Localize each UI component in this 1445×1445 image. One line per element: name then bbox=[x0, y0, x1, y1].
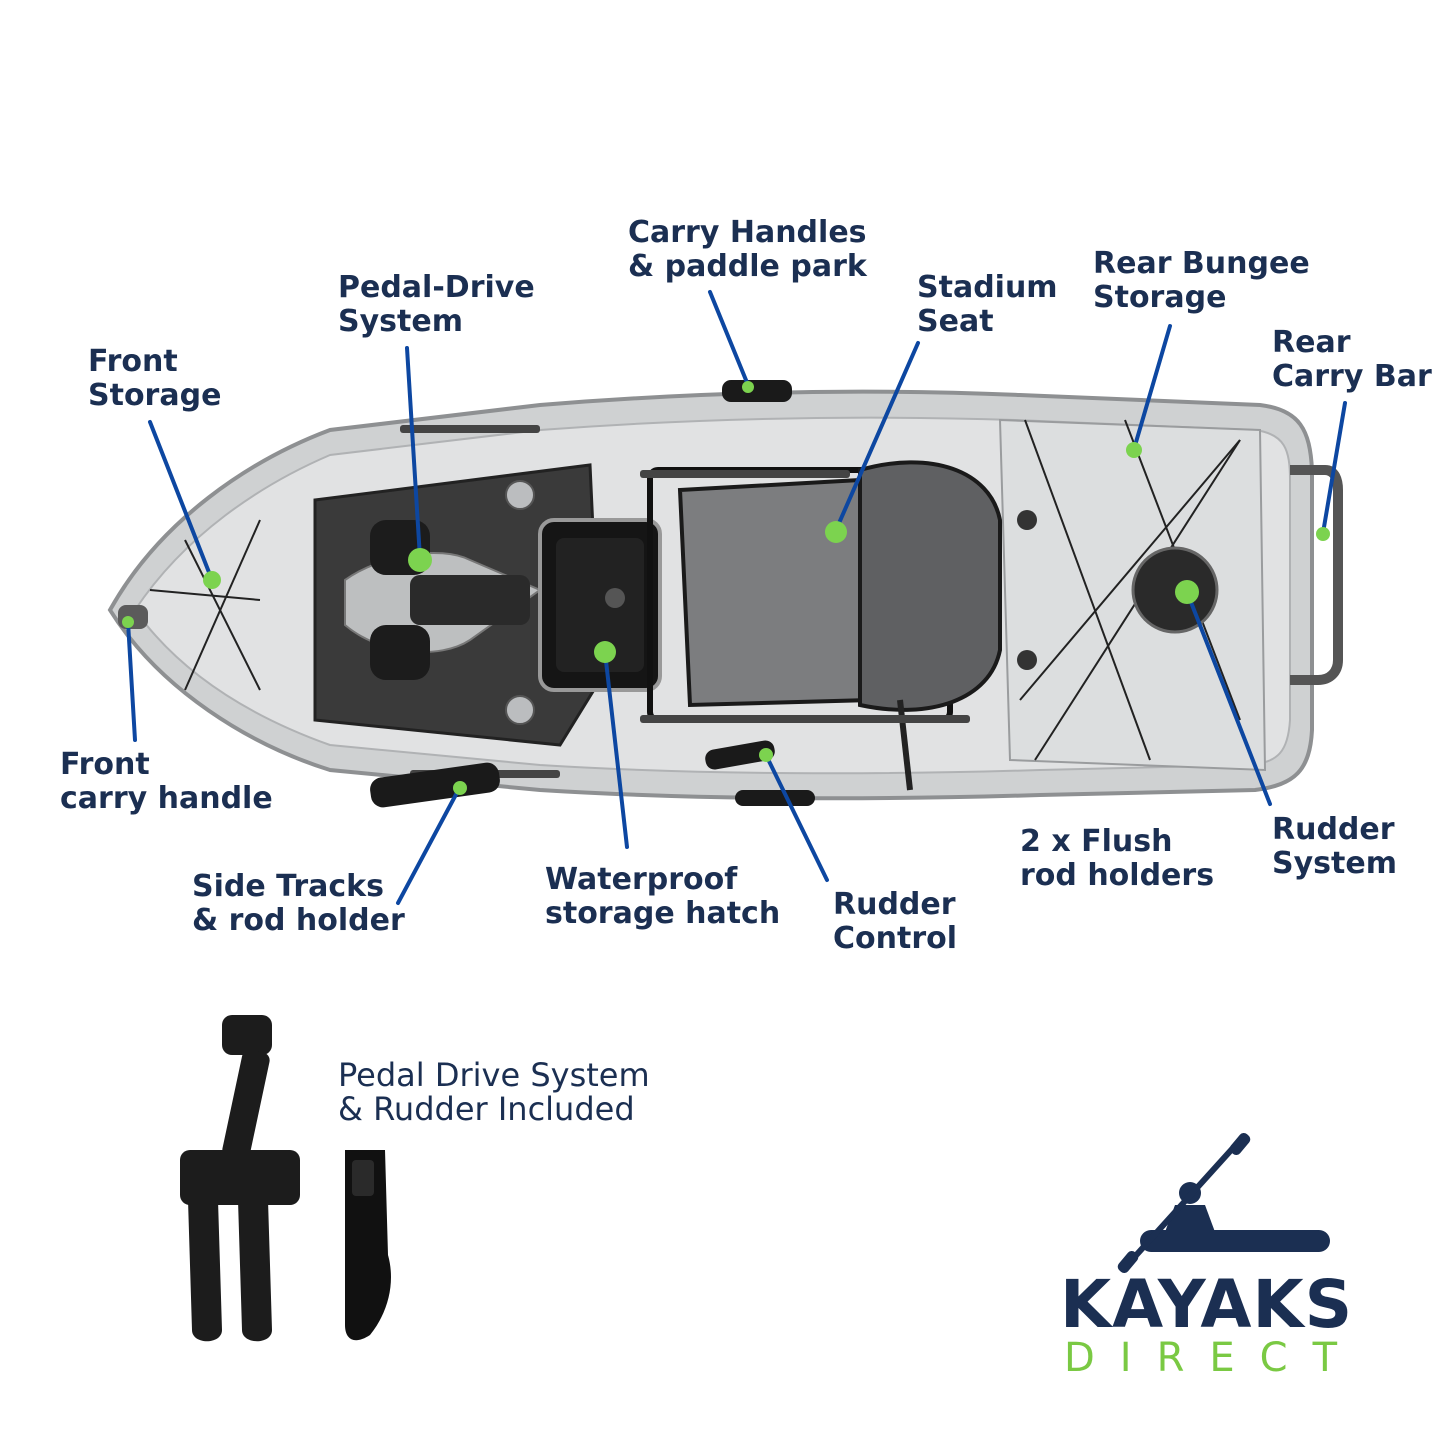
marker-front-carry-handle bbox=[122, 616, 134, 628]
label-front-carry-handle: Front carry handle bbox=[60, 747, 273, 816]
side-rod-holder bbox=[370, 762, 500, 808]
side-tracks-parts bbox=[400, 425, 970, 778]
brand-name: KAYAKS bbox=[1060, 1266, 1354, 1343]
marker-front-storage bbox=[203, 571, 221, 589]
markers bbox=[122, 381, 1330, 795]
label-rudder-system: Rudder System bbox=[1272, 812, 1397, 881]
rudder-control-lever bbox=[705, 740, 775, 770]
marker-carry-handles bbox=[742, 381, 754, 393]
marker-rear-bungee bbox=[1126, 442, 1142, 458]
label-rudder-control: Rudder Control bbox=[833, 887, 958, 956]
leader-rudder-control bbox=[764, 753, 829, 882]
leader-front-carry-handle bbox=[126, 620, 137, 742]
rudder-blade-photo bbox=[345, 1150, 391, 1341]
pedal-drive-unit bbox=[370, 520, 530, 680]
label-pedal-drive: Pedal-Drive System bbox=[338, 270, 535, 339]
marker-rudder-control bbox=[759, 748, 773, 762]
marker-side-tracks bbox=[453, 781, 467, 795]
label-rear-bungee: Rear Bungee Storage bbox=[1093, 246, 1310, 315]
leader-rear-bungee bbox=[1132, 324, 1172, 451]
label-stadium-seat: Stadium Seat bbox=[917, 270, 1058, 339]
label-flush-rod-holders: 2 x Flush rod holders bbox=[1020, 824, 1215, 893]
label-carry-handles: Carry Handles & paddle park bbox=[628, 215, 867, 284]
marker-rudder-system bbox=[1175, 580, 1199, 604]
leader-rear-carry-bar bbox=[1321, 401, 1347, 535]
marker-rear-carry-bar bbox=[1316, 527, 1330, 541]
bow-bungee bbox=[149, 519, 261, 691]
stadium-seat-unit bbox=[647, 460, 1002, 791]
leader-pedal-drive bbox=[405, 346, 422, 560]
label-rear-carry-bar: Rear Carry Bar bbox=[1272, 325, 1432, 394]
storage-hatch bbox=[538, 518, 662, 692]
included-parts-caption: Pedal Drive System & Rudder Included bbox=[338, 1056, 650, 1128]
paddler-logo-icon bbox=[1117, 1132, 1330, 1274]
marker-waterproof-hatch bbox=[594, 641, 616, 663]
leader-lines bbox=[126, 290, 1347, 905]
leader-carry-handles bbox=[708, 290, 750, 387]
leader-rudder-system bbox=[1185, 590, 1272, 806]
label-waterproof-hatch: Waterproof storage hatch bbox=[545, 862, 781, 931]
label-front-storage: Front Storage bbox=[88, 344, 222, 413]
label-side-tracks: Side Tracks & rod holder bbox=[192, 869, 405, 938]
brand-subtitle: DIRECT bbox=[1064, 1335, 1363, 1381]
carry-handle-bottom bbox=[735, 790, 815, 806]
leader-side-tracks bbox=[396, 785, 462, 905]
carry-handle-top bbox=[722, 380, 792, 402]
leader-stadium-seat bbox=[834, 341, 920, 532]
pedal-drive-photo bbox=[180, 1015, 300, 1342]
leader-front-storage bbox=[148, 420, 214, 582]
marker-stadium-seat bbox=[825, 521, 847, 543]
rear-carry-bar-part bbox=[1290, 465, 1343, 685]
leader-waterproof-hatch bbox=[603, 650, 629, 849]
rear-tank bbox=[998, 418, 1267, 772]
marker-pedal-drive bbox=[408, 548, 432, 572]
front-handle-part bbox=[118, 605, 148, 629]
